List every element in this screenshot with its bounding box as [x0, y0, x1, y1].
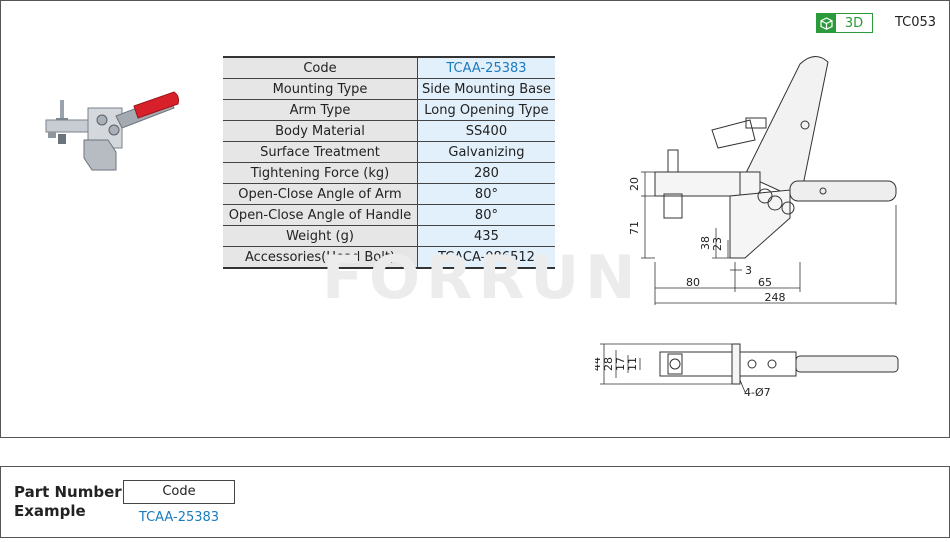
spec-key: Surface Treatment [223, 141, 418, 163]
spec-key: Open-Close Angle of Handle [223, 204, 418, 226]
spec-value: Side Mounting Base [417, 78, 555, 100]
part-number-panel [0, 466, 950, 538]
cube-icon [817, 14, 836, 32]
spec-value: Galvanizing [417, 141, 555, 163]
dim-248: 248 [765, 291, 786, 304]
spec-value: Long Opening Type [417, 99, 555, 121]
dim-3: 3 [745, 264, 752, 277]
spec-code-link[interactable]: TCAA-25383 [417, 56, 555, 79]
dim-20: 20 [628, 177, 641, 191]
spec-value: TCACA-086512 [417, 246, 555, 269]
part-number-label: Part Number Example [14, 483, 122, 520]
dim-38: 38 [699, 236, 712, 250]
code-box: Code [123, 480, 235, 504]
dim-44: 44 [595, 357, 603, 371]
watermark-logo: FORRUN [322, 243, 642, 313]
catalog-code: TC053 [895, 15, 937, 30]
spec-value: SS400 [417, 120, 555, 142]
dim-17: 17 [614, 357, 627, 371]
spec-value: 280 [417, 162, 555, 184]
dim-65: 65 [758, 276, 772, 289]
spec-key: Mounting Type [223, 78, 418, 100]
dim-11: 11 [626, 357, 639, 371]
dim-71: 71 [628, 221, 641, 235]
dim-holes: 4-Ø7 [744, 386, 771, 399]
dim-28: 28 [602, 357, 615, 371]
technical-drawing: 20 71 38 23 3 80 65 248 44 28 17 11 4-Ø7 [595, 56, 899, 399]
spec-row: Accessories(Head Bolt)TCACA-086512 [223, 246, 555, 269]
spec-key: Weight (g) [223, 225, 418, 247]
spec-key: Arm Type [223, 99, 418, 121]
spec-key: Code [223, 56, 418, 79]
spec-row: Weight (g)435 [223, 225, 555, 247]
product-image [45, 91, 179, 171]
spec-key: Tightening Force (kg) [223, 162, 418, 184]
dim-80: 80 [686, 276, 700, 289]
spec-key: Open-Close Angle of Arm [223, 183, 418, 205]
spec-value: 435 [417, 225, 555, 247]
spec-key: Body Material [223, 120, 418, 142]
dim-23: 23 [711, 237, 724, 251]
spec-value: 80° [417, 183, 555, 205]
spec-value: 80° [417, 204, 555, 226]
3d-label: 3D [844, 15, 864, 31]
spec-row: Tightening Force (kg)280 [223, 162, 555, 184]
example-code[interactable]: TCAA-25383 [138, 510, 220, 525]
3d-view-button[interactable]: 3D [816, 13, 873, 33]
spec-key: Accessories(Head Bolt) [223, 246, 418, 269]
